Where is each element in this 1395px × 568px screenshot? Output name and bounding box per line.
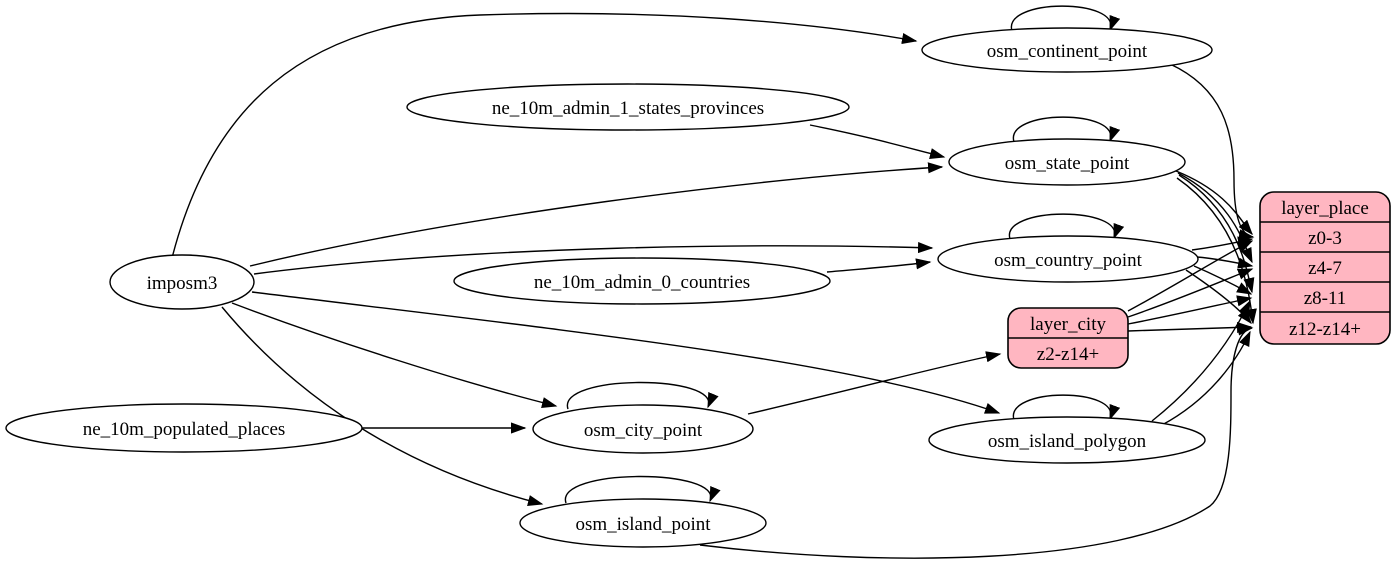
node-imposm3: imposm3 bbox=[109, 254, 255, 310]
edge-layer bbox=[171, 5, 1257, 559]
node-country-shape bbox=[937, 235, 1199, 283]
node-ne_admin0-shape bbox=[453, 257, 831, 305]
node-state-shape bbox=[948, 138, 1186, 186]
record-layer_place: layer_place z0-3 z4-7 z8-11 z12-z14+ bbox=[1259, 191, 1391, 345]
node-ne_10m_populated_places: ne_10m_populated_places bbox=[5, 403, 363, 453]
node-osm_continent_point: osm_continent_point bbox=[921, 27, 1213, 73]
record-layer_place-row-z4-7: z4-7 bbox=[1308, 258, 1342, 279]
node-osm_island_polygon: osm_island_polygon bbox=[928, 416, 1206, 464]
edge-imposm3-osm_city_point bbox=[231, 302, 558, 409]
node-ne_10m_admin_1_states_provinces: ne_10m_admin_1_states_provinces bbox=[406, 83, 850, 131]
node-island_polygon-label: osm_island_polygon bbox=[988, 431, 1147, 452]
self-loop-osm_continent_point bbox=[1011, 5, 1121, 32]
node-island_point-label: osm_island_point bbox=[575, 514, 711, 535]
edge-layer_city-z12-z14 bbox=[1127, 321, 1253, 334]
self-loop-osm_state_point bbox=[1013, 116, 1121, 143]
edge-osm_country_point-z4-7 bbox=[1196, 256, 1254, 269]
node-city-shape bbox=[532, 404, 754, 454]
node-ne_popplaces-label: ne_10m_populated_places bbox=[83, 419, 286, 440]
record-layer_place-row-z12-z14: z12-z14+ bbox=[1289, 319, 1361, 340]
record-layer_city-row-z2-z14: z2-z14+ bbox=[1037, 344, 1099, 365]
edge-osm_state_point-z4-7 bbox=[1177, 172, 1253, 264]
record-layer_place-row-z0-3: z0-3 bbox=[1308, 228, 1342, 249]
node-state-label: osm_state_point bbox=[1005, 153, 1130, 174]
edge-osm_city_point-layer_city bbox=[747, 351, 1002, 415]
edge-osm_island_polygon-z12-z14 bbox=[1161, 330, 1251, 426]
edge-ne_admin1-osm_state_point bbox=[809, 124, 946, 160]
edge-imposm3-osm_country_point bbox=[253, 241, 934, 275]
node-ne_admin1-label: ne_10m_admin_1_states_provinces bbox=[492, 98, 764, 119]
node-ne_popplaces-shape bbox=[5, 403, 363, 453]
edge-osm_state_point-z8-11 bbox=[1178, 174, 1255, 294]
node-imposm3-shape bbox=[109, 254, 255, 310]
record-layer_city: layer_city z2-z14+ bbox=[1007, 307, 1129, 369]
self-loop-osm_island_polygon bbox=[1013, 394, 1121, 421]
node-imposm3-label: imposm3 bbox=[147, 273, 218, 294]
record-layer_place-title: layer_place bbox=[1281, 198, 1369, 219]
node-island_point-shape bbox=[519, 498, 767, 548]
record-layer_city-title: layer_city bbox=[1030, 314, 1106, 335]
edge-layer_city-z4-7 bbox=[1127, 268, 1254, 318]
node-ne_admin1-shape bbox=[406, 83, 850, 131]
node-city-label: osm_city_point bbox=[584, 420, 703, 441]
edge-osm_country_point-z0-3 bbox=[1191, 236, 1254, 251]
node-osm_state_point: osm_state_point bbox=[948, 138, 1186, 186]
edge-osm_island_polygon-z8-11 bbox=[1151, 299, 1251, 422]
record-layer_place-box bbox=[1259, 191, 1391, 345]
node-osm_country_point: osm_country_point bbox=[937, 235, 1199, 283]
edge-imposm3-osm_continent_point bbox=[171, 12, 918, 259]
self-loop-osm_island_point bbox=[565, 475, 721, 504]
node-continent-shape bbox=[921, 27, 1213, 73]
edge-layer_city-z0-3 bbox=[1127, 240, 1254, 312]
node-ne_admin0-label: ne_10m_admin_0_countries bbox=[534, 272, 750, 293]
edge-ne_admin0-osm_country_point bbox=[826, 258, 932, 273]
self-loop-osm_country_point bbox=[1009, 213, 1125, 240]
edge-imposm3-osm_island_point bbox=[221, 306, 544, 506]
edge-imposm3-osm_state_point bbox=[249, 162, 944, 267]
edge-osm_state_point-z0-3 bbox=[1175, 170, 1253, 236]
node-country-label: osm_country_point bbox=[994, 250, 1142, 271]
node-osm_island_point: osm_island_point bbox=[519, 498, 767, 548]
node-osm_city_point: osm_city_point bbox=[532, 404, 754, 454]
self-loop-osm_city_point bbox=[567, 381, 719, 410]
edge-osm_island_point-z12-z14 bbox=[699, 324, 1254, 559]
node-island_polygon-shape bbox=[928, 416, 1206, 464]
node-continent-label: osm_continent_point bbox=[987, 41, 1148, 62]
edge-osm_country_point-z12-z14 bbox=[1185, 269, 1252, 325]
record-layer_place-row-z8-11: z8-11 bbox=[1304, 288, 1347, 309]
node-ne_10m_admin_0_countries: ne_10m_admin_0_countries bbox=[453, 257, 831, 305]
edge-imposm3-osm_island_polygon bbox=[251, 291, 1001, 414]
